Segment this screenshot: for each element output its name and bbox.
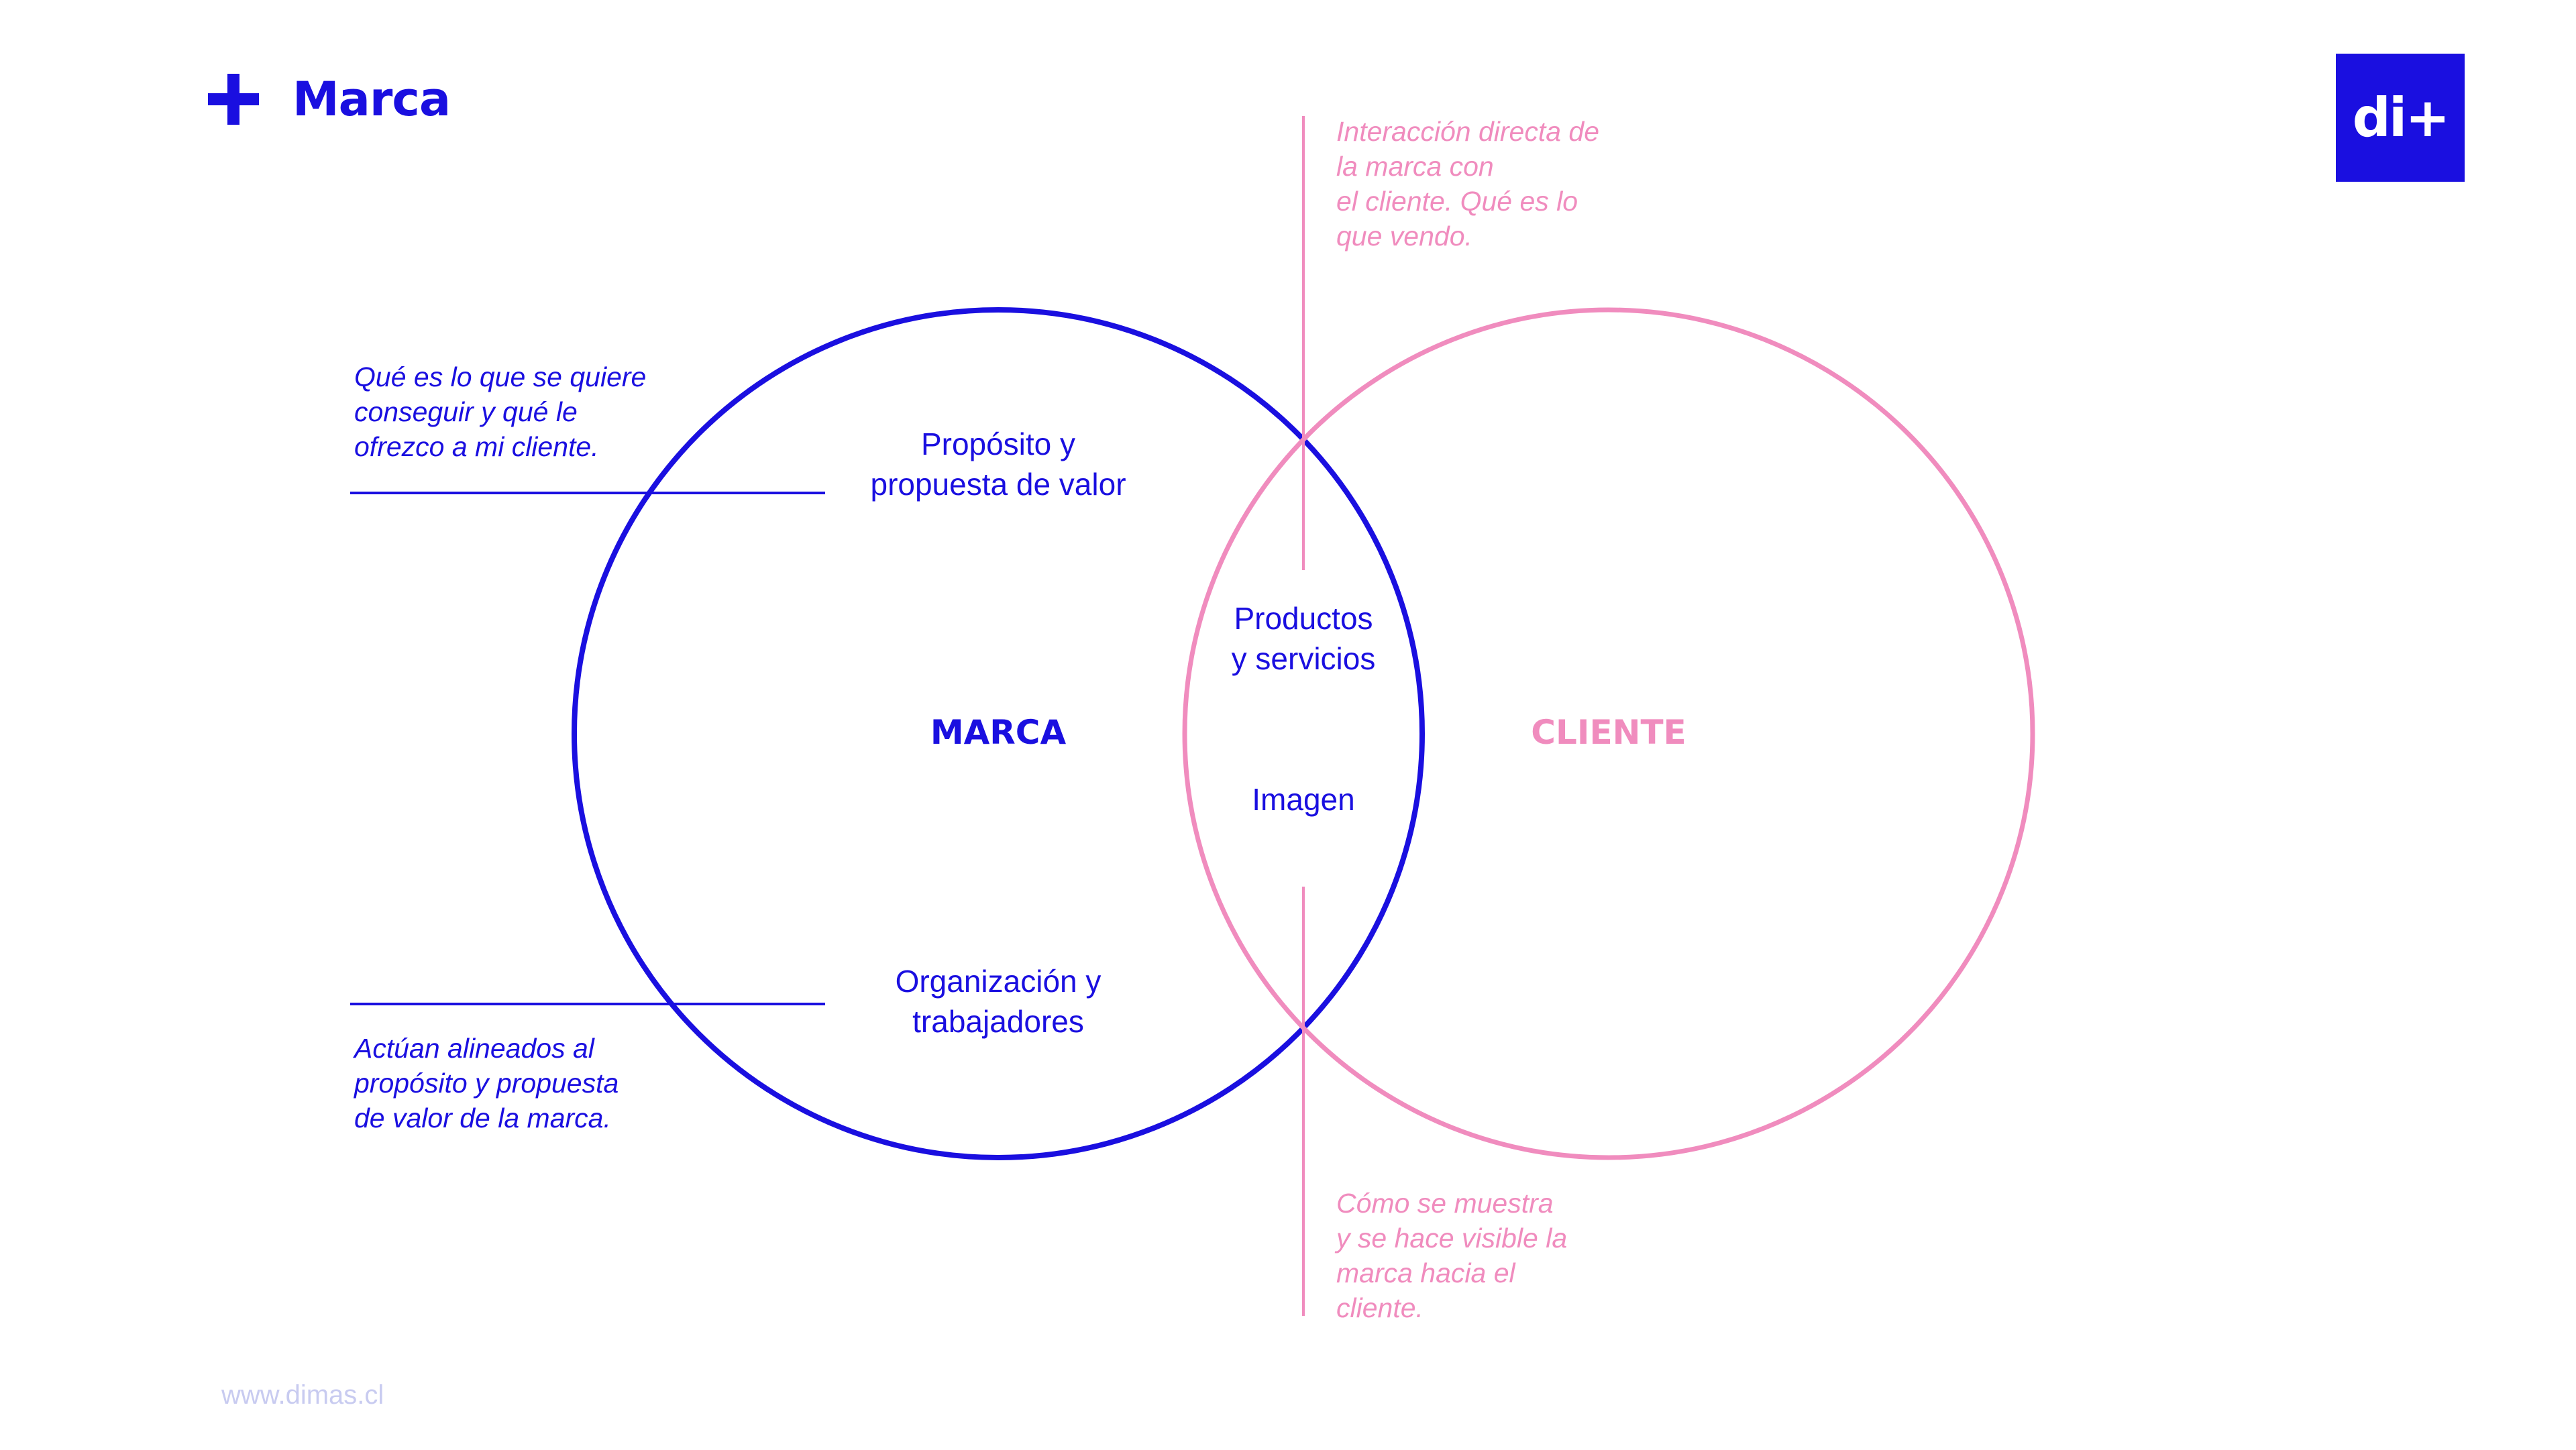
client-circle-label: CLIENTE — [1531, 713, 1686, 752]
client-circle — [1182, 307, 2035, 1160]
note-left-top: Qué es lo que se quiere conseguir y qué … — [354, 361, 647, 462]
note-left-bottom: Actúan alineados al propósito y propuest… — [354, 1033, 619, 1133]
page-header: Marca — [208, 72, 451, 127]
plus-icon — [208, 74, 259, 125]
brand-circle — [572, 307, 1425, 1160]
brand-logo: di+ — [2336, 54, 2465, 182]
note-right-top: Interacción directa de la marca con el c… — [1336, 116, 1600, 252]
logo-text: di+ — [2352, 86, 2451, 149]
overlap-bottom-label: Imagen — [1252, 782, 1355, 817]
overlap-top-label: Productos y servicios — [1231, 601, 1376, 676]
brand-circle-label: MARCA — [930, 713, 1067, 752]
note-right-bottom: Cómo se muestra y se hace visible la mar… — [1336, 1188, 1568, 1323]
brand-top-label: Propósito y propuesta de valor — [870, 427, 1126, 502]
page-title: Marca — [292, 72, 451, 127]
footer-url: www.dimas.cl — [221, 1380, 384, 1410]
brand-bottom-label: Organización y trabajadores — [895, 964, 1102, 1039]
